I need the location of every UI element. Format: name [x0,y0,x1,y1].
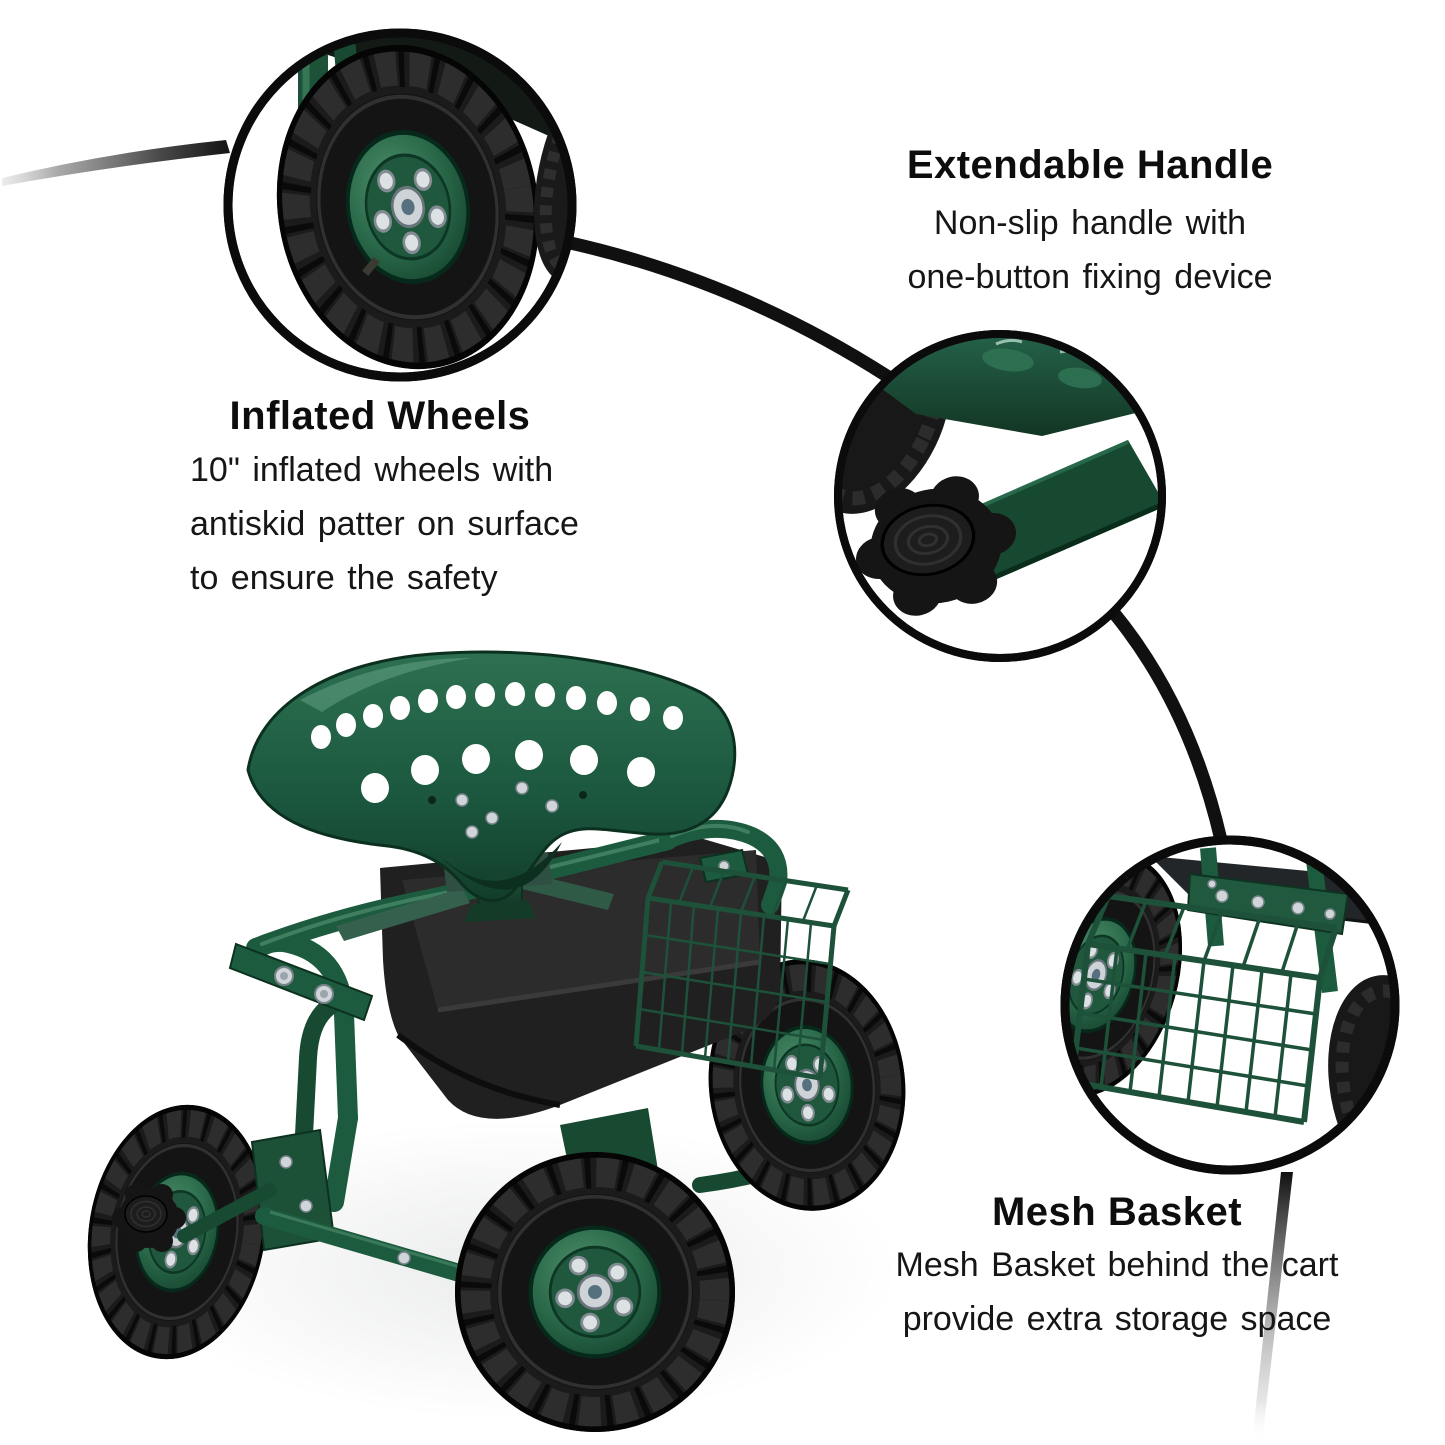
callout-handle-line-2: one-button fixing device [907,258,1273,296]
callout-basket-line-2: provide extra storage space [902,1300,1332,1338]
leader-swoosh-left [2,140,230,186]
callout-mesh-basket: Mesh Basket Mesh Basket behind the cart … [870,1188,1364,1346]
leader-handle-to-basket [1107,606,1228,847]
leader-lines [2,140,1293,1442]
seat-bolts [455,781,559,839]
main-product-cart [70,650,918,1441]
callout-circle-basket [1060,835,1400,1175]
callout-extendable-handle: Extendable Handle Non-slip handle with o… [845,141,1335,304]
callout-handle-title: Extendable Handle [906,143,1274,187]
cart-seat [246,650,737,902]
callout-wheels-line-3: to ensure the safety [190,559,498,597]
callout-handle-line-1: Non-slip handle with [933,204,1247,242]
closeup-mesh-basket [1069,893,1339,1125]
callout-wheels-line-2: antiskid patter on surface [190,505,579,543]
cart-mesh-basket [633,859,851,1081]
leader-wheel-to-handle [559,235,897,385]
callout-wheels-line-1: 10" inflated wheels with [190,451,554,489]
callout-basket-title: Mesh Basket [991,1190,1243,1234]
callout-circle-wheel [223,28,577,382]
callout-basket-line-1: Mesh Basket behind the cart [895,1246,1339,1284]
callout-circle-handle [834,330,1166,662]
callout-wheels-title: Inflated Wheels [229,394,531,438]
callout-inflated-wheels: Inflated Wheels 10" inflated wheels with… [190,392,579,605]
leader-basket-tail [1252,1172,1293,1442]
seat-drain-holes [311,682,683,803]
